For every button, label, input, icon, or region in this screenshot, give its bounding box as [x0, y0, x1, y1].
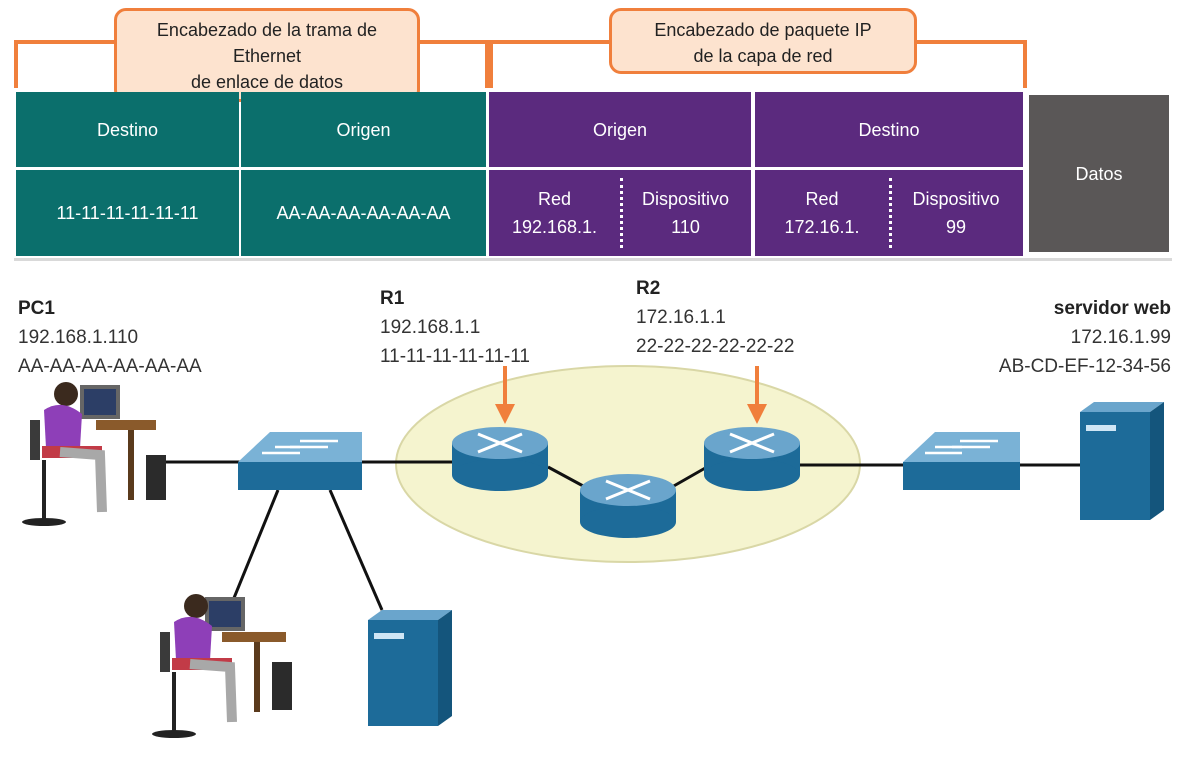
ip-dest-device: Dispositivo 99: [889, 170, 1023, 256]
eth-dest-header: Destino: [16, 92, 239, 167]
ip-header-callout: Encabezado de paquete IP de la capa de r…: [609, 8, 917, 74]
data-cell: Datos: [1029, 95, 1169, 252]
table-shadow: [14, 258, 1172, 261]
ip-dest-divider: [889, 178, 892, 248]
switch-left-icon: [238, 432, 362, 490]
ip-dest-network: Red 172.16.1.: [755, 170, 889, 256]
router-r1-icon: [452, 427, 548, 491]
eth-src-header: Origen: [241, 92, 486, 167]
r2-ip: 172.16.1.1: [636, 307, 726, 328]
link-mid-r2: [671, 465, 708, 489]
server-name: servidor web: [1053, 298, 1171, 319]
ip-dest-header: Destino: [755, 92, 1023, 167]
pc1-mac: AA-AA-AA-AA-AA-AA: [18, 356, 202, 377]
ip-dest-dev-label: Dispositivo: [912, 189, 1000, 209]
arrow-r1-icon: [495, 366, 515, 424]
router-r2-icon: [704, 427, 800, 491]
pc1-label: PC1 192.168.1.110 AA-AA-AA-AA-AA-AA: [18, 294, 202, 381]
server-bottom-icon: [368, 610, 452, 726]
pc1-user-icon: [22, 382, 166, 526]
pc2-user-icon: [152, 594, 292, 738]
router-mid-icon: [580, 474, 676, 538]
eth-dest-value: 11-11-11-11-11-11: [16, 170, 239, 256]
server-label: servidor web 172.16.1.99 AB-CD-EF-12-34-…: [999, 294, 1171, 381]
server-mac: AB-CD-EF-12-34-56: [998, 356, 1171, 377]
ip-src-device: Dispositivo 110: [620, 170, 751, 256]
server-ip: 172.16.1.99: [1070, 327, 1171, 348]
ip-src-network: Red 192.168.1.: [489, 170, 620, 256]
r2-name: R2: [636, 278, 661, 299]
link-r1-mid: [547, 465, 586, 489]
r2-mac: 22-22-22-22-22-22: [636, 336, 795, 357]
ip-src-address: Red 192.168.1. Dispositivo 110: [489, 170, 751, 256]
web-server-icon: [1080, 402, 1164, 520]
switch-right-icon: [903, 432, 1020, 490]
ip-src-dev-label: Dispositivo: [641, 189, 730, 209]
ip-src-divider: [620, 178, 623, 248]
link-switch-server2: [328, 489, 384, 611]
pc1-ip: 192.168.1.110: [18, 327, 139, 348]
ip-src-dev-value: 110: [671, 217, 700, 237]
links: [155, 460, 1080, 621]
r2-label: R2 172.16.1.1 22-22-22-22-22-22: [636, 274, 794, 361]
ip-src-net-value: 192.168.1.: [511, 217, 598, 237]
ethernet-header-callout: Encabezado de la trama de Ethernet de en…: [114, 8, 420, 102]
pc1-name: PC1: [18, 298, 55, 319]
ip-dest-net-value: 172.16.1.: [784, 217, 860, 237]
ip-dest-dev-value: 99: [945, 217, 967, 237]
r1-ip: 192.168.1.1: [380, 317, 481, 338]
eth-src-value: AA-AA-AA-AA-AA-AA: [241, 170, 486, 256]
ip-dest-net-label: Red: [805, 189, 839, 209]
ip-src-net-label: Red: [537, 189, 572, 209]
arrow-r2-icon: [747, 366, 767, 424]
r1-name: R1: [380, 288, 405, 309]
ip-dest-address: Red 172.16.1. Dispositivo 99: [755, 170, 1023, 256]
r1-label: R1 192.168.1.1 11-11-11-11-11-11: [380, 284, 530, 371]
r1-mac: 11-11-11-11-11-11: [380, 346, 530, 367]
ip-src-header: Origen: [489, 92, 751, 167]
